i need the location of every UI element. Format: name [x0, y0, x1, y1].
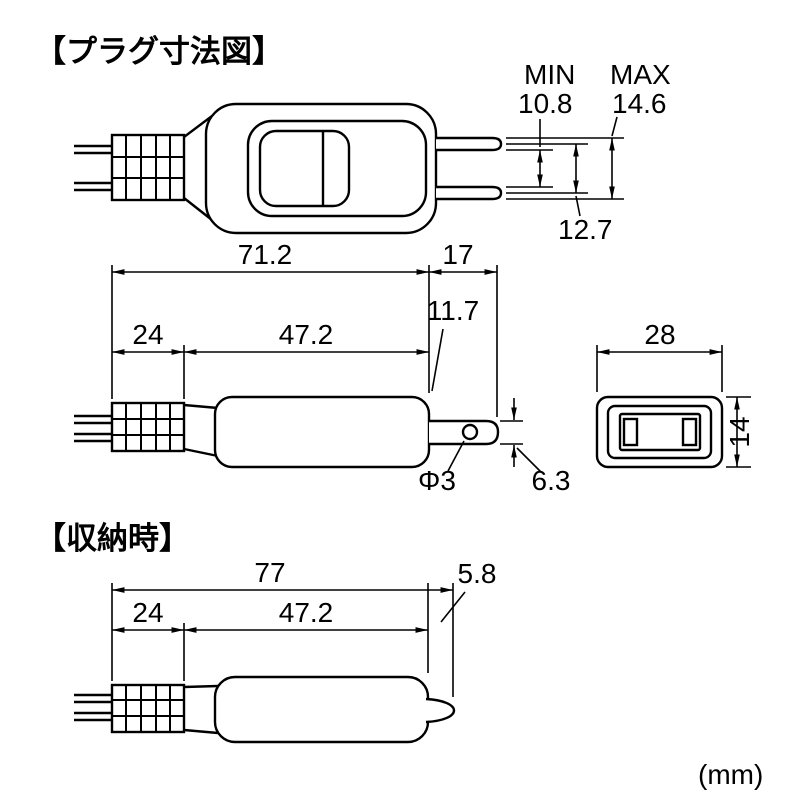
plug-body-outline [213, 675, 430, 744]
folded-blade-tip [425, 697, 456, 724]
plug-body-inner-detail [246, 119, 428, 218]
extension-lines [506, 137, 624, 200]
body-length-value: 47.2 [279, 319, 334, 350]
strain-relief [110, 683, 186, 734]
stored-view-dimensions: 77 5.8 24 47.2 [111, 557, 497, 697]
pitch-value: 12.7 [558, 214, 613, 245]
hole-offset-leader-line [431, 328, 444, 392]
cable-lines [74, 414, 112, 443]
pitch-leader-line [575, 195, 581, 217]
blade-width-leader-line [516, 447, 542, 473]
strain-relief [110, 133, 186, 202]
front-inner-outline [606, 404, 713, 460]
blade-width-value: 6.3 [532, 465, 571, 496]
stored-grip-value: 24 [132, 597, 163, 628]
overall-length-value: 71.2 [238, 239, 293, 270]
neck-lines [183, 684, 219, 735]
blade-slot-left [622, 417, 639, 447]
blade-slot-right [681, 417, 698, 447]
plug-front-view [595, 395, 724, 469]
blade-upper [436, 136, 503, 152]
front-view-dimensions: 28 14 [596, 319, 755, 468]
neck-lines [183, 115, 213, 221]
stored-body-value: 47.2 [279, 597, 334, 628]
blade-lower [436, 185, 503, 201]
front-width-value: 28 [644, 319, 675, 350]
neck-lines [183, 403, 219, 458]
strain-relief [110, 401, 186, 453]
side-view-dimensions: 71.2 17 11.7 24 47.2 Φ3 6.3 [111, 239, 571, 496]
stored-overall-value: 77 [254, 557, 285, 588]
blade-hole [461, 423, 479, 441]
front-recess [618, 412, 702, 452]
plug-stored-view [74, 675, 456, 744]
blade-span-detail: MIN 10.8 MAX 14.6 12.7 [506, 59, 671, 245]
extension-lines [111, 265, 523, 445]
cable-lines [74, 144, 112, 192]
front-height-value: 14 [724, 416, 755, 447]
max-label: MAX [610, 59, 671, 90]
plug-section-title: 【プラグ寸法図】 [35, 34, 283, 69]
plug-body-outline [213, 395, 431, 469]
hole-diameter-leader-line [447, 440, 465, 472]
tip-length-value: 5.8 [458, 558, 497, 589]
stored-section-title: 【収納時】 [35, 521, 190, 556]
max-value: 14.6 [612, 88, 667, 119]
folded-blade-tip-fill [426, 699, 454, 722]
tip-length-leader-line [440, 591, 466, 623]
min-label: MIN [524, 59, 575, 90]
cable-lines [74, 693, 112, 722]
hole-diameter-value: Φ3 [418, 465, 456, 496]
front-outline [595, 395, 724, 469]
plug-top-view [74, 102, 503, 235]
grip-length-value: 24 [132, 319, 163, 350]
unit-note: (mm) [698, 759, 763, 790]
plug-side-view [74, 395, 500, 469]
hole-offset-value: 11.7 [427, 295, 479, 326]
max-leader-line [611, 116, 618, 137]
min-value: 10.8 [518, 88, 573, 119]
blade-length-value: 17 [442, 239, 473, 270]
plug-body-outline [204, 102, 438, 235]
